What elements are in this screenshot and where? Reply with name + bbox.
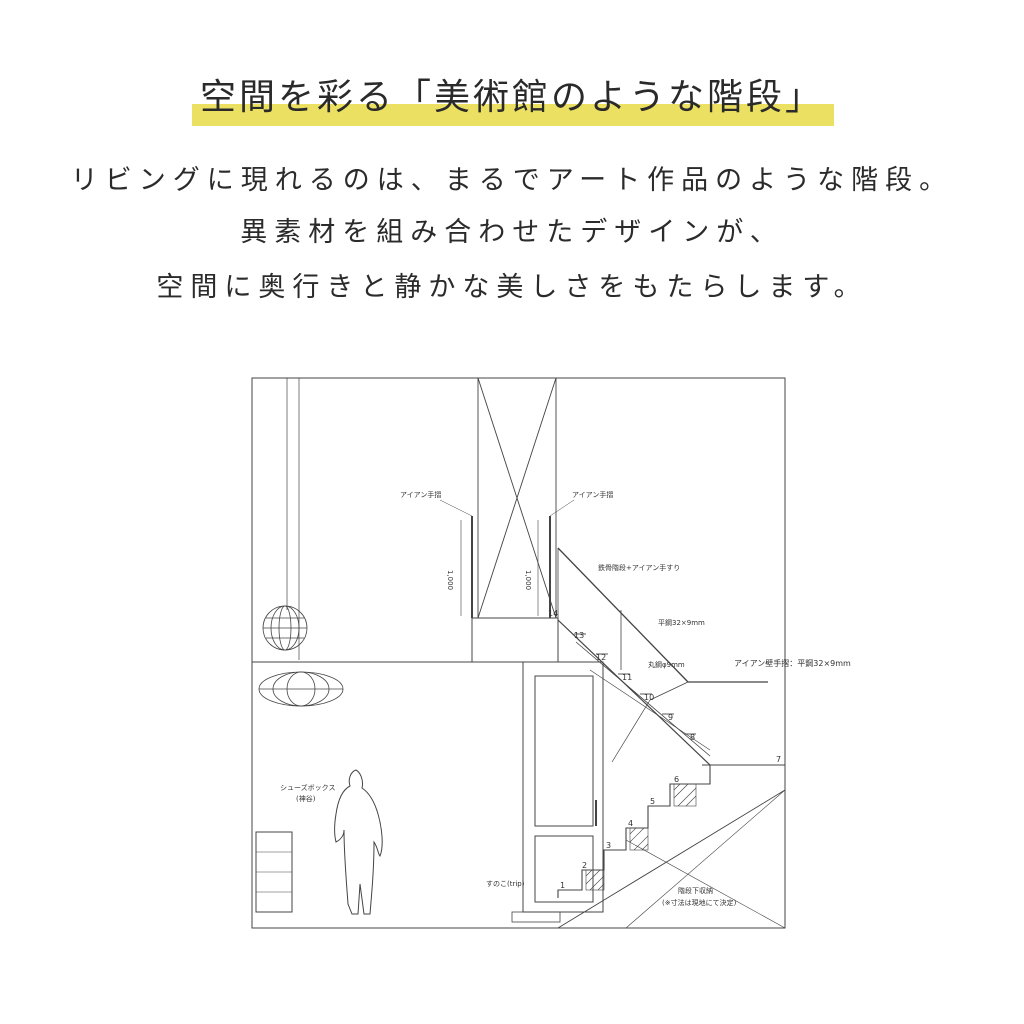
step-13: 13 (574, 631, 584, 640)
drawing-frame (251, 377, 786, 929)
person-silhouette (334, 769, 383, 915)
upper-void (477, 377, 557, 619)
heading: 空間を彩る「美術館のような階段」 (0, 68, 1024, 120)
step-4: 4 (628, 819, 633, 828)
dim-right: 1,000 (524, 570, 532, 590)
door-frame (522, 661, 604, 913)
step-2: 2 (582, 861, 587, 870)
step-12: 12 (596, 653, 606, 662)
step-14: 14 (548, 609, 558, 618)
step-6: 6 (674, 775, 679, 784)
label-handrail-right: アイアン手摺 (572, 490, 613, 499)
sunoko (511, 911, 561, 923)
pendant-lamp-lower (258, 671, 344, 707)
label-stair-note: 鉄骨階段+アイアン手すり (598, 563, 680, 572)
label-storage: 階段下収納 (678, 886, 713, 895)
lead-line-3: 空間に奥行きと静かな美しさをもたらします。 (156, 272, 868, 303)
step-1: 1 (560, 881, 565, 890)
label-storage-note: (※寸法は現地にて決定) (662, 898, 737, 907)
step-3: 3 (606, 841, 611, 850)
step-11: 11 (622, 673, 632, 682)
staircase-elevation-drawing: アイアン手摺 アイアン手摺 1,000 1,000 (240, 370, 851, 940)
lead-line-1: リビングに現れるのは、まるでアート作品のような階段。 (70, 165, 954, 196)
label-handrail-left: アイアン手摺 (400, 490, 441, 499)
label-shoe-box-sub: (神谷) (296, 794, 316, 803)
stair-handrail (557, 547, 689, 683)
step-10: 10 (644, 693, 654, 702)
under-stair-storage (625, 789, 786, 929)
step-9: 9 (668, 713, 673, 722)
step-8: 8 (690, 733, 695, 742)
label-flat-bar: 平鋼32×9mm (658, 618, 705, 627)
step-7: 7 (776, 755, 781, 764)
label-wall-handrail: アイアン壁手摺：平鋼32×9mm (734, 658, 851, 668)
hatched-blocks (585, 783, 697, 891)
label-round-bar: 丸鋼φ9mm (648, 660, 685, 669)
lead-line-2: 異素材を組み合わせたデザインが、 (240, 217, 784, 248)
dim-left: 1,000 (446, 570, 454, 590)
label-shoe-box: シューズボックス (280, 783, 335, 792)
pendant-lamp-upper (262, 605, 308, 651)
lower-stairs (557, 765, 711, 898)
label-sunoko: すのこ(trip) (486, 880, 525, 888)
page-title: 空間を彩る「美術館のような階段」 (199, 77, 824, 118)
upper-treads (574, 633, 696, 735)
door-panel-lower (534, 835, 594, 903)
stair-stringer (557, 619, 711, 766)
upper-landing (471, 617, 559, 663)
title-highlight (192, 104, 834, 126)
door-panel-upper (534, 675, 594, 827)
step-5: 5 (650, 797, 655, 806)
